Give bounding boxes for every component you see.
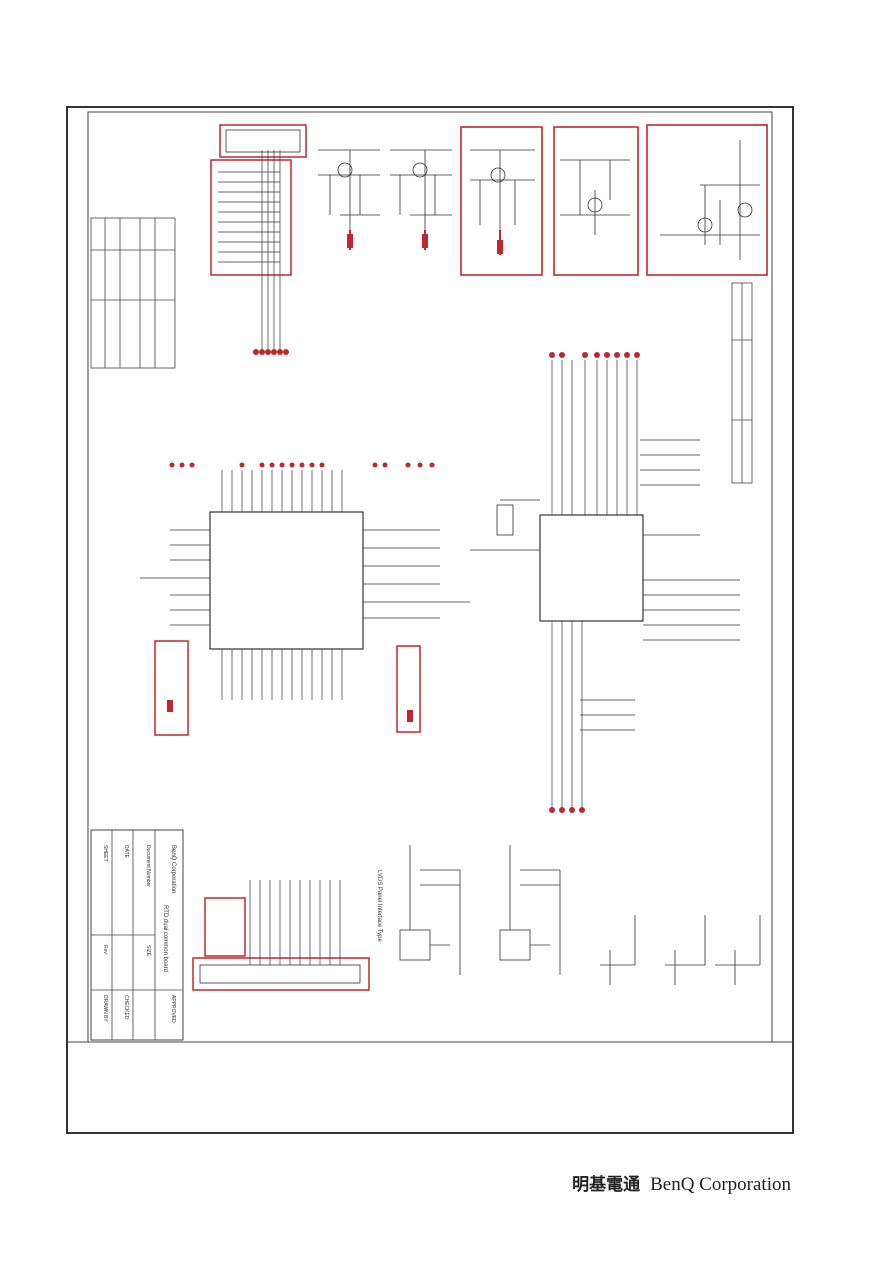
title-block-date-label: DATE: [123, 845, 129, 859]
title-block-checked-label: CHECKED: [123, 995, 129, 1020]
title-block-company: BenQ Corporation: [170, 845, 176, 893]
brand-cjk-name: 明基電通: [572, 1175, 641, 1195]
mcu-ic: [470, 352, 740, 813]
notes-table: [90, 217, 176, 369]
title-block-project-title: RTD dual common board: [162, 905, 168, 972]
highlight-box-1: [460, 126, 543, 276]
transistor-circuit-4: [560, 159, 630, 235]
bottom-regulators: [600, 915, 761, 985]
ground-symbols: [167, 234, 503, 722]
lvds-section-label: LVDS Panel Interface Type: [376, 870, 382, 942]
info-table-right: [731, 282, 753, 484]
bottom-ic-2: [499, 845, 561, 975]
title-block-doc-number-label: Document Number: [145, 845, 151, 887]
transistor-circuit-2: [390, 149, 452, 250]
footer-brand: 明基電通 BenQ Corporation: [572, 1170, 791, 1196]
highlight-box-2: [553, 126, 639, 276]
lvds-connector-block: LVDS Panel Interface Type: [192, 870, 382, 991]
title-block-sheet-label: SHEET: [102, 845, 108, 862]
header-connector-block: [210, 124, 307, 355]
scaler-ic: [140, 462, 470, 736]
transistor-circuit-5: [660, 140, 760, 260]
brand-english-name: BenQ Corporation: [650, 1174, 791, 1195]
title-block: BenQ Corporation RTD dual common board D…: [90, 829, 184, 1041]
outer-frame: [66, 106, 794, 1134]
title-block-rev-label: Rev: [102, 945, 108, 954]
title-block-size-label: SIZE: [145, 945, 151, 957]
title-block-drawn-label: DRAWN BY: [102, 995, 108, 1022]
transistor-circuit-3: [470, 149, 535, 255]
bottom-ic-1: [399, 845, 461, 975]
title-block-approved-label: APPROVED: [170, 995, 176, 1023]
highlight-box-3: [646, 124, 768, 276]
inner-frame: [87, 111, 773, 1043]
